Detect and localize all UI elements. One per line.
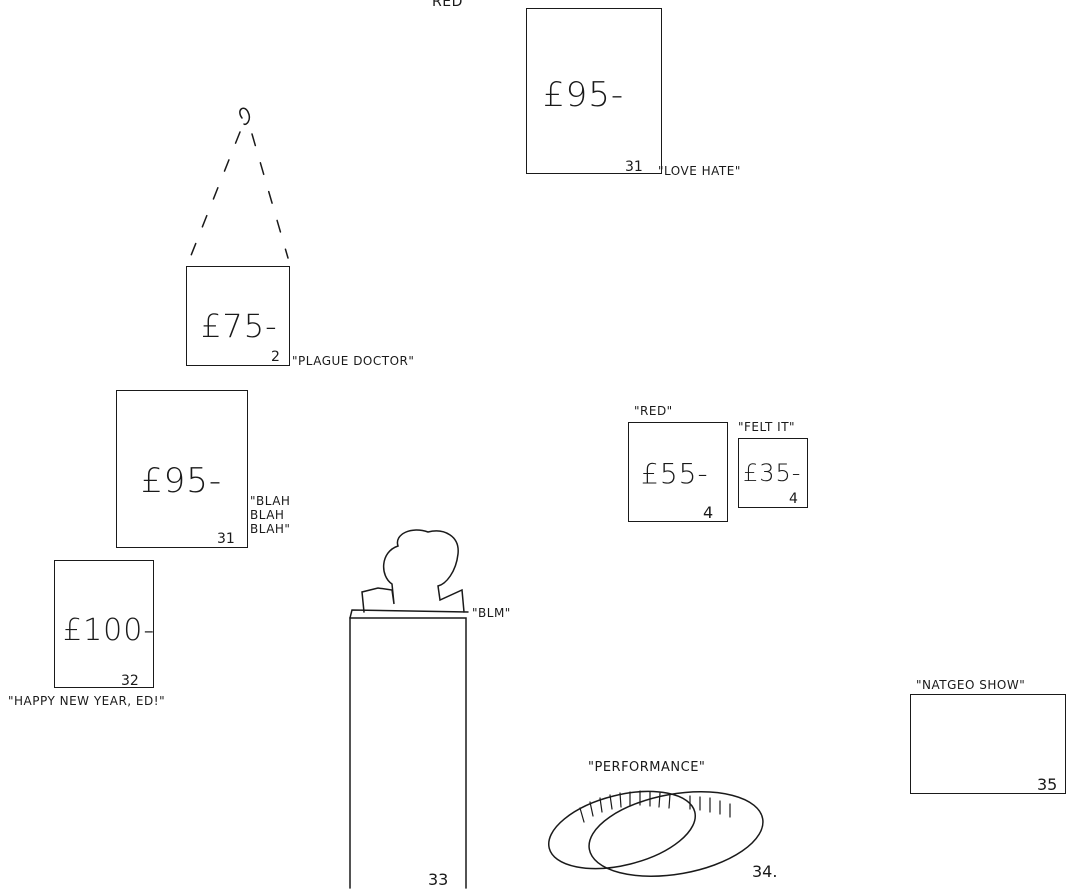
- artwork-frame-natgeo[interactable]: 35: [910, 694, 1066, 794]
- artwork-title: "BLM": [472, 606, 511, 620]
- artwork-price: £35-: [743, 459, 802, 487]
- artwork-title-line: BLAH": [250, 522, 291, 536]
- artwork-title-block: "BLAH BLAH BLAH": [250, 494, 290, 536]
- artwork-price: £95-: [543, 75, 625, 115]
- plinth-number: 33: [428, 870, 449, 889]
- artwork-title: "PLAGUE DOCTOR": [292, 354, 415, 368]
- artwork-title: "RED": [634, 404, 673, 418]
- hanging-wire-left: [189, 131, 241, 259]
- plinth-target[interactable]: [350, 584, 468, 888]
- artwork-frame-red[interactable]: £55- 4: [628, 422, 728, 522]
- artwork-price: £75-: [201, 307, 278, 345]
- artwork-title: "PERFORMANCE": [588, 760, 706, 775]
- header-fragment: RED: [432, 0, 463, 10]
- artwork-number: 4: [789, 491, 798, 507]
- artwork-number: 31: [625, 159, 643, 175]
- artwork-number: 2: [271, 349, 280, 365]
- artwork-price: £100-: [63, 613, 156, 648]
- performance-number: 34.: [752, 862, 778, 881]
- artwork-price: £55-: [641, 457, 709, 490]
- artwork-frame-happy-new-year[interactable]: £100- 32: [54, 560, 156, 689]
- artwork-number: 35: [1037, 775, 1058, 794]
- hanging-wire-right: [251, 133, 289, 259]
- performance-target[interactable]: [548, 786, 768, 878]
- artwork-frame-felt-it[interactable]: £35- 4: [738, 438, 808, 508]
- artwork-title-line: "BLAH: [250, 494, 291, 508]
- artwork-frame-blah[interactable]: £95- 31: [116, 390, 248, 548]
- artwork-number: 4: [703, 503, 714, 522]
- artwork-title-line: BLAH: [250, 508, 285, 522]
- artwork-number: 32: [121, 673, 139, 689]
- artwork-number: 31: [217, 531, 235, 547]
- artwork-price: £95-: [141, 461, 223, 501]
- hanging-wire: [239, 107, 251, 126]
- artwork-title: "HAPPY NEW YEAR, ED!": [8, 694, 166, 708]
- artwork-title: "LOVE HATE": [658, 164, 741, 178]
- artwork-frame-love-hate[interactable]: £95- 31: [526, 8, 662, 175]
- artwork-title: "NATGEO SHOW": [916, 678, 1026, 692]
- artwork-frame-plague-doctor[interactable]: £75- 2: [186, 266, 290, 366]
- artwork-title: "FELT IT": [738, 420, 796, 434]
